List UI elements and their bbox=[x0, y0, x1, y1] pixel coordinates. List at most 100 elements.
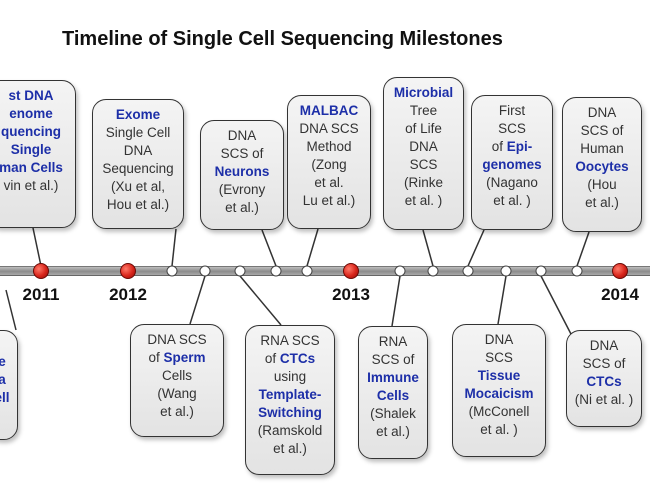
milestone-line: SCS of bbox=[580, 123, 624, 138]
milestone-line: DNA bbox=[484, 332, 514, 347]
diagram-title: Timeline of Single Cell Sequencing Miles… bbox=[62, 28, 503, 50]
milestone-line: et al.) bbox=[376, 424, 410, 439]
event-marker bbox=[270, 265, 282, 277]
event-marker bbox=[199, 265, 211, 277]
milestone-line: Lu et al.) bbox=[302, 193, 356, 208]
milestone-line: (McConell bbox=[468, 404, 530, 419]
milestone-line: RNA SCS bbox=[260, 333, 320, 348]
milestone-neurons: DNA SCS of Neurons (Evrony et al.) bbox=[200, 120, 284, 230]
milestone-line: Neurons bbox=[214, 164, 270, 179]
milestone-line: DNA bbox=[123, 143, 153, 158]
milestone-line: (Evrony bbox=[218, 182, 266, 197]
milestone-line: of Life bbox=[405, 121, 442, 136]
milestone-line: DNA bbox=[587, 105, 617, 120]
event-marker bbox=[571, 265, 583, 277]
connector-line bbox=[171, 228, 177, 267]
milestone-line: et al.) bbox=[225, 200, 259, 215]
milestone-line: quencing bbox=[1, 124, 61, 139]
connector-line bbox=[391, 275, 401, 327]
milestone-line: (Nagano bbox=[486, 175, 538, 190]
milestone-line: a bbox=[0, 372, 6, 387]
year-marker-2013 bbox=[343, 263, 359, 279]
event-marker bbox=[234, 265, 246, 277]
milestone-line: Hou et al.) bbox=[106, 197, 170, 212]
milestone-line: using bbox=[273, 369, 307, 384]
milestone-line: et al.) bbox=[273, 441, 307, 456]
milestone-line: SCS bbox=[498, 121, 526, 136]
milestone-line: Human bbox=[580, 141, 624, 156]
milestone-line: SCS of bbox=[582, 356, 626, 371]
milestone-line: Single bbox=[10, 142, 52, 157]
connector-line bbox=[540, 275, 573, 337]
connector-line bbox=[576, 231, 590, 267]
milestone-line: st DNA bbox=[8, 88, 54, 103]
connector-line bbox=[5, 289, 17, 331]
milestone-line: (Xu et al, bbox=[110, 179, 166, 194]
milestone-line: RNA bbox=[378, 334, 408, 349]
milestone-line: Single Cell bbox=[105, 125, 171, 140]
milestone-line: et al. ) bbox=[493, 193, 531, 208]
milestone-line: of CTCs bbox=[264, 351, 316, 366]
milestone-line: Microbial bbox=[393, 85, 454, 100]
milestone-line: Immune bbox=[367, 370, 419, 385]
milestone-line: e bbox=[0, 354, 6, 369]
event-marker bbox=[500, 265, 512, 277]
milestone-line: Sequencing bbox=[102, 161, 174, 176]
milestone-line: Mocaicism bbox=[464, 386, 534, 401]
milestone-line: SCS of bbox=[371, 352, 415, 367]
milestone-line: SCS of bbox=[220, 146, 264, 161]
milestone-line: Cells bbox=[376, 388, 410, 403]
milestone-line: MALBAC bbox=[299, 103, 359, 118]
milestone-line: (Ni et al. ) bbox=[574, 392, 634, 407]
milestone-line: (Hou bbox=[587, 177, 617, 192]
event-marker bbox=[166, 265, 178, 277]
milestone-line: ell bbox=[0, 390, 10, 405]
milestone-line: Tree bbox=[409, 103, 438, 118]
milestone-line: DNA SCS bbox=[147, 332, 207, 347]
milestone-line: Oocytes bbox=[575, 159, 629, 174]
milestone-line: DNA bbox=[589, 338, 619, 353]
connector-line bbox=[422, 229, 434, 267]
milestone-line: DNA bbox=[409, 139, 438, 154]
connector-line bbox=[261, 229, 277, 267]
year-label-2012: 2012 bbox=[109, 285, 147, 304]
milestone-line: CTCs bbox=[586, 374, 622, 389]
connector-line bbox=[306, 228, 319, 267]
year-marker-2012 bbox=[120, 263, 136, 279]
milestone-line: (Rinke bbox=[403, 175, 443, 190]
event-marker bbox=[535, 265, 547, 277]
connector-line bbox=[467, 229, 485, 267]
milestone-line: et al.) bbox=[160, 404, 194, 419]
milestone-line: genomes bbox=[482, 157, 542, 172]
milestone-line: First bbox=[498, 103, 526, 118]
year-marker-2014 bbox=[612, 263, 628, 279]
milestone-line: DNA SCS bbox=[299, 121, 359, 136]
milestone-line: man Cells bbox=[0, 160, 63, 175]
milestone-line: vin et al.) bbox=[3, 178, 59, 193]
milestone-line: of Sperm bbox=[148, 350, 206, 365]
timeline-axis bbox=[0, 266, 650, 276]
milestone-line: Tissue bbox=[477, 368, 521, 383]
connector-line bbox=[32, 227, 42, 267]
connector-line bbox=[239, 275, 282, 326]
milestone-ctcs: DNA SCS of CTCs (Ni et al. ) bbox=[566, 330, 642, 427]
year-label-2011: 2011 bbox=[22, 285, 60, 304]
milestone-line: SCS bbox=[485, 350, 513, 365]
milestone-line: Cells bbox=[161, 368, 192, 383]
milestone-line: Template- bbox=[258, 387, 322, 402]
milestone-line: Exome bbox=[115, 107, 161, 122]
milestone-line: (Ramskold bbox=[257, 423, 323, 438]
milestone-line: (Wang bbox=[157, 386, 197, 401]
milestone-line: DNA bbox=[227, 128, 257, 143]
event-marker bbox=[427, 265, 439, 277]
